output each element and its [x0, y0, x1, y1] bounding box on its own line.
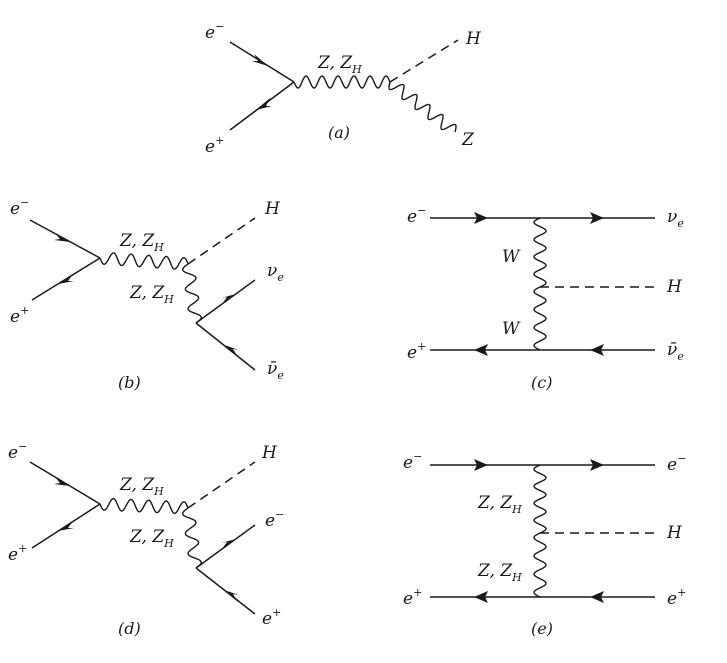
- diagram-b-neutrino-arrow: [221, 294, 236, 304]
- diagram-e-label-e-plus-out: e+: [667, 586, 686, 609]
- diagram-b-antineutrino-arrow: [224, 345, 239, 357]
- diagram-b-label-e-plus: e+: [10, 304, 29, 327]
- diagram-e-z-propagator-bottom: [533, 532, 547, 598]
- diagram-a: e− e+ Z, ZH H Z (a): [205, 20, 482, 157]
- diagram-e-top-arrow-left: [474, 459, 488, 471]
- diagram-d-label-e-plus: e+: [8, 542, 27, 565]
- diagram-c-label-e-plus: e+: [407, 340, 426, 363]
- diagram-d-z-propagator-2: [182, 507, 202, 569]
- diagram-e-label-e-plus: e+: [403, 586, 422, 609]
- diagram-a-label-higgs: H: [465, 29, 482, 49]
- diagram-d: e− e+ Z, ZH Z, ZH H e− e+ (d): [8, 440, 284, 638]
- diagram-e-label-higgs: H: [666, 523, 683, 543]
- diagram-e-label-propagator-bottom: Z, ZH: [477, 561, 522, 584]
- diagram-b-label-antineutrino: ν̄e: [267, 359, 284, 382]
- diagram-e-z-propagator-top: [533, 464, 547, 534]
- diagram-c-label-w-top: W: [502, 247, 521, 267]
- diagram-d-positron-out-arrow: [224, 590, 239, 602]
- diagram-b-positron-arrow: [58, 274, 74, 284]
- diagram-b-electron-arrow: [54, 233, 70, 242]
- diagram-d-caption: (d): [118, 619, 141, 638]
- diagram-c-top-arrow-left: [474, 212, 488, 224]
- diagram-a-higgs-line: [389, 39, 459, 83]
- diagram-c-top-arrow-right: [590, 212, 604, 224]
- diagram-e-label-propagator-top: Z, ZH: [477, 493, 522, 516]
- diagram-e-top-arrow-right: [590, 459, 604, 471]
- diagram-c-w-propagator-top: [533, 217, 547, 288]
- diagram-b-label-neutrino: νe: [267, 261, 284, 284]
- diagram-b-z-propagator-2: [182, 263, 202, 324]
- diagram-b-label-propagator-2: Z, ZH: [129, 283, 174, 306]
- diagram-a-label-e-plus: e+: [205, 134, 224, 157]
- diagram-d-label-higgs: H: [261, 443, 278, 463]
- diagram-e-label-e-minus: e−: [403, 450, 422, 473]
- diagram-c-caption: (c): [531, 373, 552, 392]
- diagram-a-caption: (a): [328, 123, 350, 142]
- diagram-c-label-neutrino: νe: [667, 207, 684, 230]
- diagram-c-label-antineutrino: ν̄e: [667, 340, 684, 363]
- diagram-a-label-propagator: Z, ZH: [317, 53, 362, 76]
- diagram-b-label-higgs: H: [264, 199, 281, 219]
- diagram-e-bottom-arrow-left: [474, 591, 488, 603]
- diagram-d-label-e-minus: e−: [8, 440, 27, 463]
- diagram-a-z-outgoing: [388, 81, 457, 133]
- diagram-e-label-e-minus-out: e−: [667, 452, 686, 475]
- diagram-d-label-e-plus-out: e+: [262, 606, 281, 629]
- diagram-a-label-z: Z: [461, 130, 475, 150]
- diagram-c-label-w-bottom: W: [502, 319, 521, 339]
- diagram-c-label-higgs: H: [666, 277, 683, 297]
- diagram-d-z-propagator-1: [99, 497, 189, 515]
- diagram-b-z-propagator-1: [99, 252, 189, 270]
- diagram-b-label-propagator-1: Z, ZH: [119, 231, 164, 254]
- diagram-a-electron-arrow: [252, 54, 268, 66]
- diagram-b-caption: (b): [118, 373, 141, 392]
- diagram-c-label-e-minus: e−: [407, 204, 426, 227]
- diagram-c-w-propagator-bottom: [533, 286, 547, 351]
- diagram-e-bottom-arrow-right: [590, 591, 604, 603]
- diagram-c: e− e+ W W H νe ν̄e (c): [407, 204, 684, 392]
- diagram-e-caption: (e): [531, 619, 553, 638]
- diagram-b: e− e+ Z, ZH Z, ZH H νe ν̄e (b): [10, 196, 284, 392]
- diagram-d-electron-out-arrow: [221, 539, 236, 549]
- diagram-d-higgs-line: [187, 461, 256, 509]
- diagram-d-electron-arrow: [54, 477, 70, 486]
- diagram-d-positron-arrow: [58, 521, 74, 531]
- diagram-b-label-e-minus: e−: [10, 196, 29, 219]
- diagram-b-higgs-line: [187, 217, 256, 265]
- diagram-d-label-e-minus-out: e−: [265, 508, 284, 531]
- diagram-b-antineutrino-line: [195, 322, 256, 371]
- diagram-c-bottom-arrow-left: [474, 344, 488, 356]
- diagram-d-label-propagator-1: Z, ZH: [119, 475, 164, 498]
- diagram-a-label-e-minus: e−: [205, 20, 224, 43]
- diagram-a-z-propagator: [293, 75, 391, 89]
- diagram-a-positron-arrow: [256, 98, 272, 110]
- diagram-e: e− e+ Z, ZH Z, ZH H e− e+ (e): [403, 450, 686, 638]
- diagram-d-label-propagator-2: Z, ZH: [129, 527, 174, 550]
- diagram-c-bottom-arrow-right: [590, 344, 604, 356]
